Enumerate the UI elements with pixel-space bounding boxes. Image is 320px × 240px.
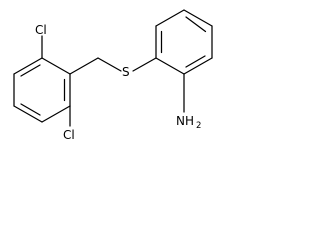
methylene-sulfur-bond: [97, 57, 122, 72]
ring-double-bond: [185, 55, 206, 68]
aminophenyl-ring: [155, 9, 213, 75]
sulfur-label: S: [122, 65, 130, 79]
ring-bond: [155, 9, 185, 27]
amine-label: NH: [176, 114, 194, 128]
ring-bond: [155, 57, 185, 75]
sulfur-ring-bond: [132, 57, 157, 72]
amine-subscript: 2: [196, 121, 201, 131]
ring-bond: [183, 9, 213, 27]
ring-bond: [183, 57, 213, 75]
ring-bond: [13, 57, 43, 75]
ring-double-bond: [20, 103, 41, 116]
ring-bond: [41, 105, 71, 123]
ring-double-bond: [20, 64, 41, 77]
ring-double-bond: [185, 16, 207, 33]
ring-bond: [41, 57, 71, 75]
ring-bond: [13, 105, 43, 123]
chlorine-top-label: Cl: [35, 23, 47, 37]
methylene-bond: [69, 57, 99, 75]
chlorine-bottom-label: Cl: [63, 128, 75, 142]
structure-diagram: Cl Cl S NH 2: [13, 9, 213, 142]
dichlorophenyl-ring: [13, 57, 71, 123]
